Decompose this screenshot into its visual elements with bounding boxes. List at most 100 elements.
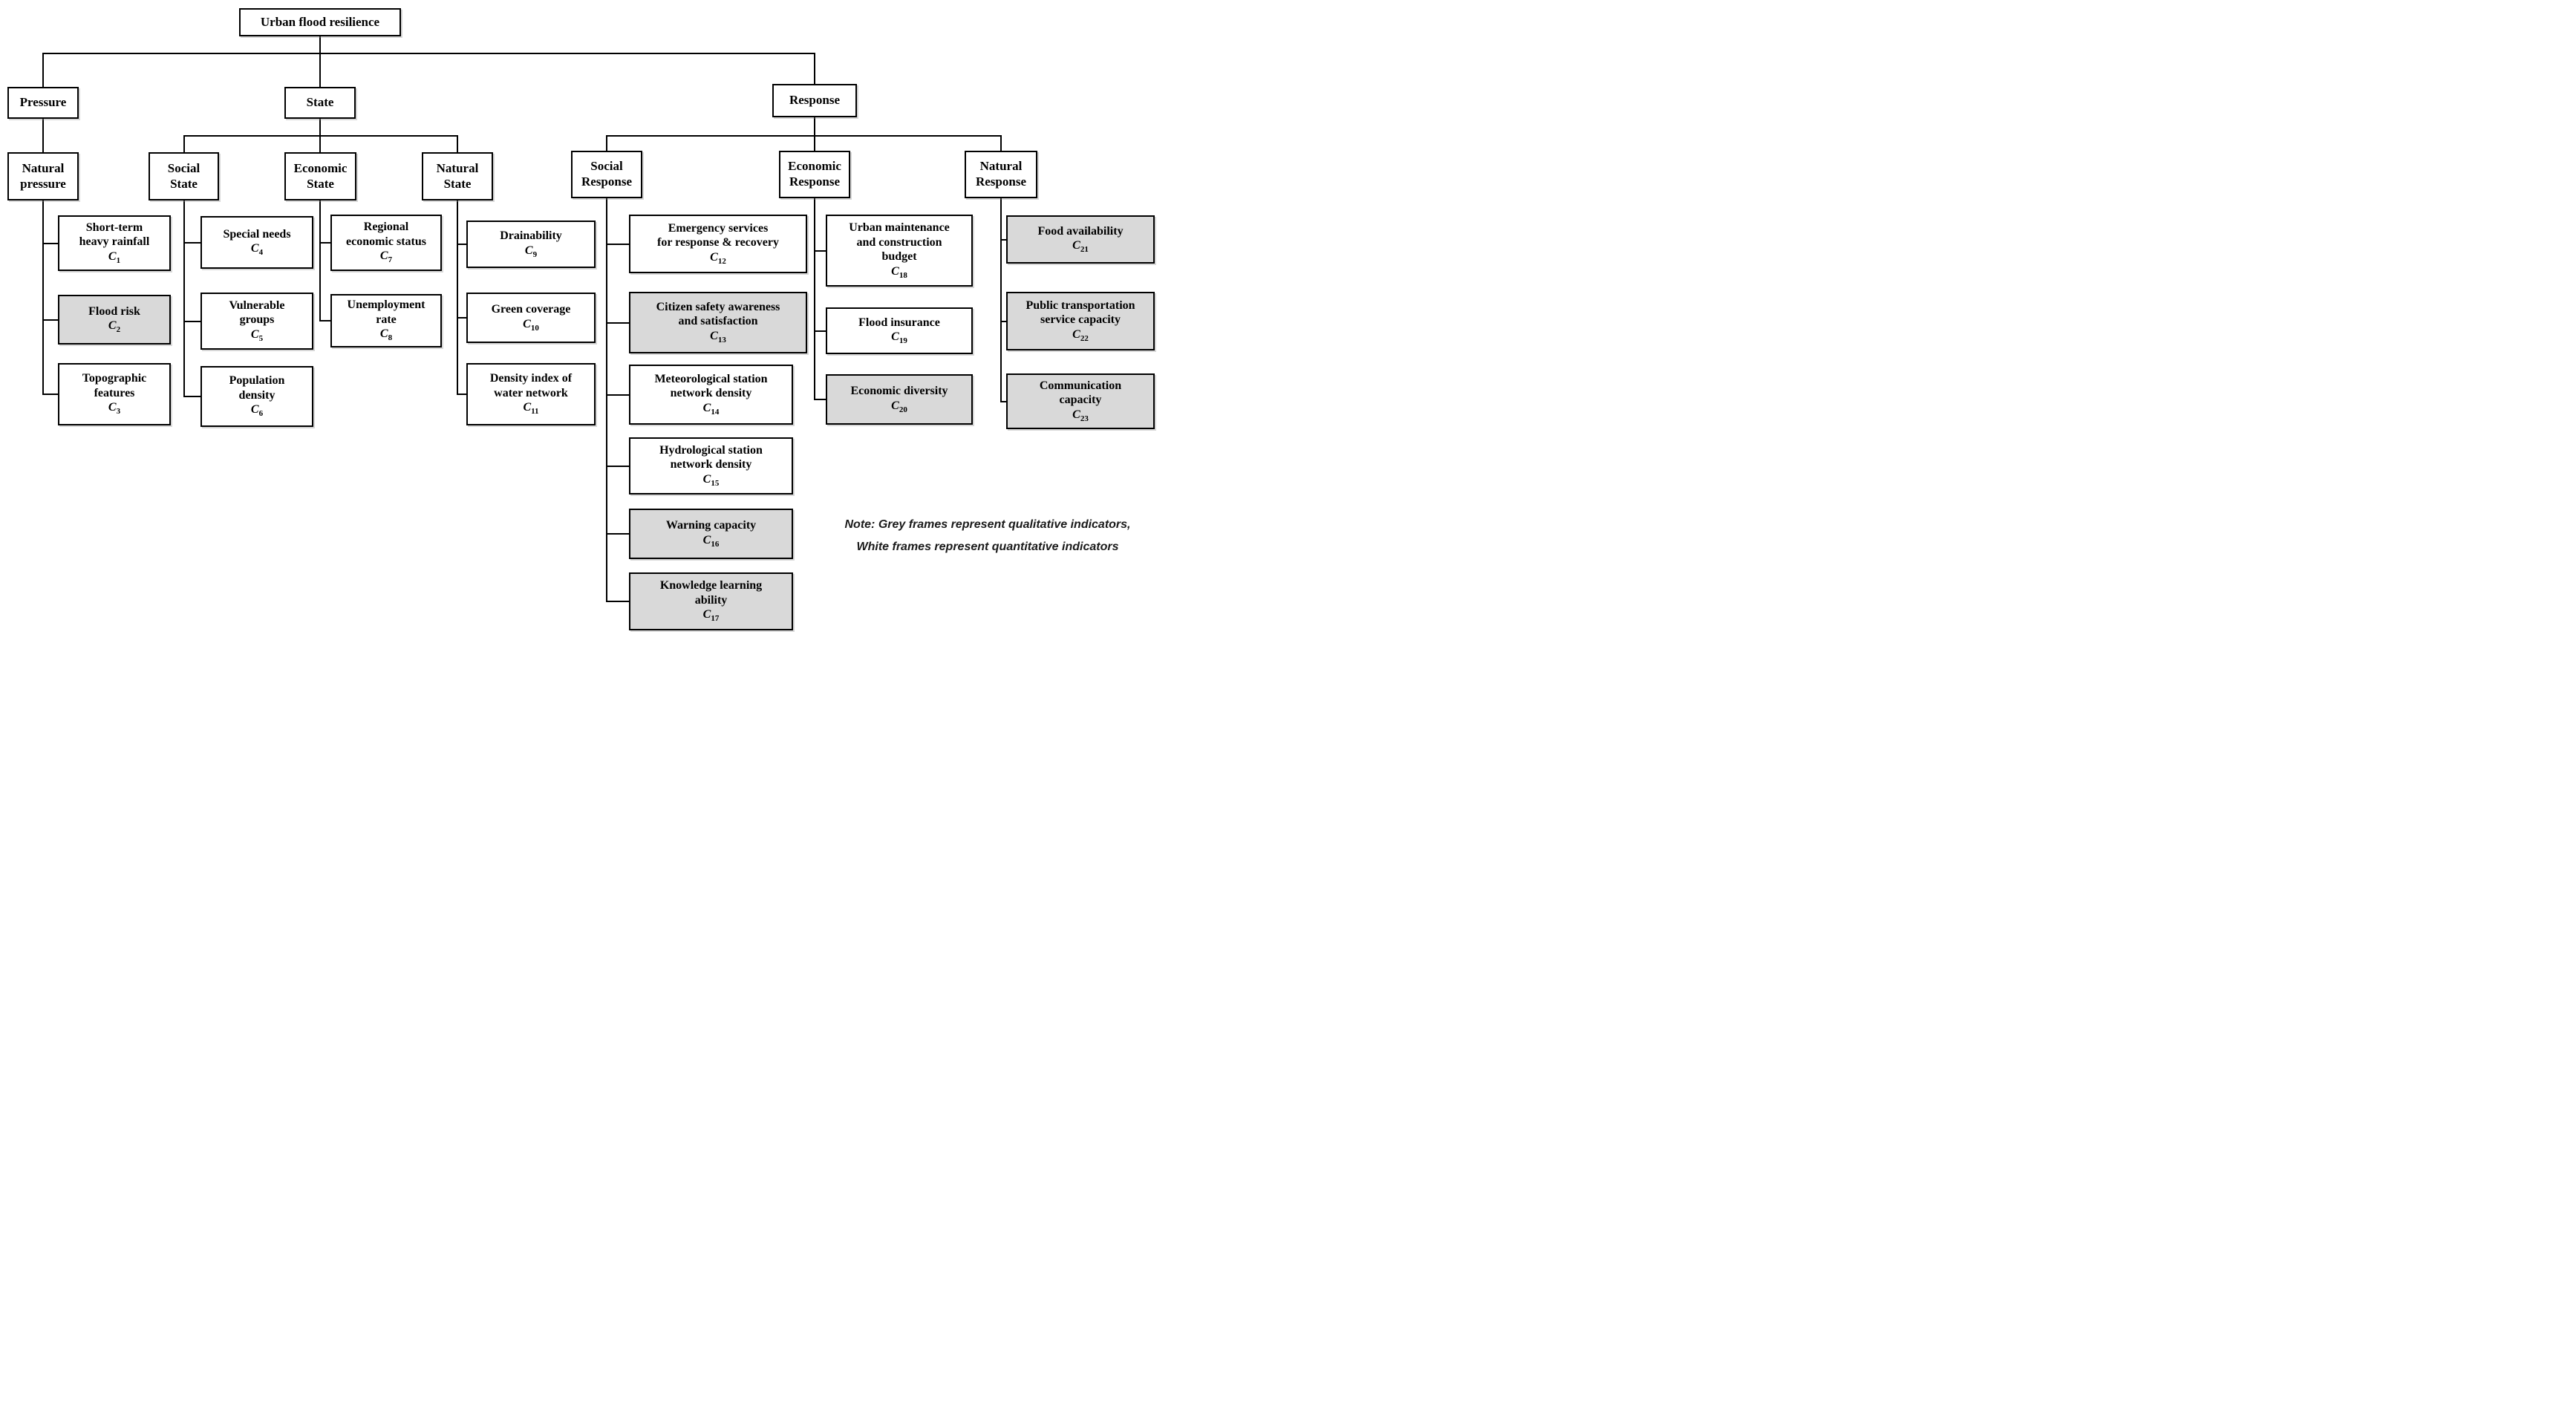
indicator-label: Unemployment rate	[347, 298, 425, 326]
indicator-label: Emergency services for response & recove…	[657, 221, 779, 249]
node-c17: Knowledge learning ability C17	[629, 572, 793, 630]
node-c18: Urban maintenance and construction budge…	[826, 215, 973, 287]
indicator-label: Short-term heavy rainfall	[79, 221, 150, 249]
node-c9: Drainability C9	[466, 221, 596, 268]
indicator-id: C17	[702, 608, 720, 624]
node-social-state: Social State	[149, 152, 219, 200]
indicator-id: C5	[250, 327, 264, 344]
connector-line	[183, 242, 200, 244]
indicator-id: C4	[250, 242, 264, 258]
node-natural-response: Natural Response	[965, 151, 1037, 198]
connector-line	[814, 135, 815, 151]
node-label: Natural State	[436, 160, 479, 191]
node-label: State	[306, 95, 334, 110]
indicator-id: C16	[702, 533, 720, 549]
indicator-id: C12	[710, 250, 726, 267]
indicator-label: Drainability	[500, 229, 562, 243]
node-c22: Public transportation service capacity C…	[1006, 292, 1155, 350]
indicator-id: C23	[1072, 408, 1089, 424]
connector-line	[183, 200, 185, 397]
indicator-id: C14	[702, 401, 720, 417]
connector-line	[814, 250, 826, 252]
connector-line	[457, 135, 458, 152]
connector-line	[606, 466, 629, 467]
node-label: Natural pressure	[20, 160, 66, 191]
node-label: Social State	[167, 160, 200, 191]
node-c5: Vulnerable groups C5	[200, 293, 313, 350]
indicator-label: Topographic features	[82, 372, 147, 399]
connector-line	[1000, 401, 1006, 402]
indicator-label: Special needs	[223, 227, 291, 241]
node-c1: Short-term heavy rainfall C1	[58, 215, 171, 271]
connector-line	[319, 200, 321, 321]
node-c2: Flood risk C2	[58, 295, 171, 345]
connector-line	[42, 200, 44, 395]
connector-line	[42, 243, 58, 244]
connector-line	[42, 119, 44, 152]
connector-line	[42, 319, 58, 321]
connector-line	[606, 244, 629, 245]
node-c15: Hydrological station network density C15	[629, 437, 793, 494]
indicator-label: Meteorological station network density	[654, 372, 768, 400]
connector-line	[1000, 135, 1002, 151]
connector-line	[606, 601, 629, 602]
connector-line	[606, 394, 629, 396]
indicator-id: C8	[379, 327, 393, 343]
connector-line	[183, 135, 458, 137]
indicator-id: C21	[1072, 239, 1089, 255]
indicator-id: C9	[524, 244, 538, 259]
connector-line	[814, 330, 826, 332]
legend-note: Note: Grey frames represent qualitative …	[844, 518, 1131, 553]
connector-line	[1000, 321, 1006, 322]
node-economic-state: Economic State	[284, 152, 356, 200]
indicator-id: C7	[379, 249, 393, 265]
connector-line	[42, 53, 815, 54]
indicator-id: C19	[891, 330, 907, 346]
indicator-label: Vulnerable groups	[229, 298, 285, 327]
indicator-id: C18	[891, 264, 907, 280]
indicator-id: C22	[1072, 327, 1089, 344]
connector-line	[42, 53, 44, 87]
indicator-label: Population density	[229, 374, 285, 402]
indicator-label: Flood insurance	[858, 316, 940, 329]
node-label: Social Response	[581, 159, 632, 189]
indicator-id: C1	[108, 249, 121, 266]
node-state: State	[284, 87, 356, 119]
indicator-label: Economic diversity	[850, 385, 948, 398]
indicator-id: C11	[523, 401, 539, 417]
connector-line	[183, 135, 185, 152]
node-label: Pressure	[19, 95, 67, 110]
node-c13: Citizen safety awareness and satisfactio…	[629, 292, 807, 353]
node-c14: Meteorological station network density C…	[629, 365, 793, 425]
connector-line	[319, 135, 321, 152]
indicator-label: Knowledge learning ability	[659, 579, 763, 607]
indicator-label: Citizen safety awareness and satisfactio…	[656, 300, 780, 328]
connector-line	[1000, 239, 1006, 241]
node-c11: Density index of water network C11	[466, 363, 596, 425]
connector-line	[606, 533, 629, 535]
node-label: Response	[789, 93, 840, 108]
node-label: Natural Response	[975, 159, 1026, 189]
indicator-label: Warning capacity	[665, 519, 757, 532]
connector-line	[457, 394, 466, 395]
indicator-id: C6	[250, 403, 264, 419]
node-c10: Green coverage C10	[466, 293, 596, 343]
connector-line	[814, 53, 815, 84]
node-c6: Population density C6	[200, 366, 313, 427]
node-natural-state: Natural State	[422, 152, 493, 200]
indicator-label: Food availability	[1037, 224, 1124, 238]
node-c7: Regional economic status C7	[330, 215, 442, 271]
connector-line	[814, 399, 826, 400]
connector-line	[319, 53, 321, 87]
node-c16: Warning capacity C16	[629, 509, 793, 559]
connector-line	[183, 321, 200, 322]
connector-line	[606, 135, 607, 151]
node-c12: Emergency services for response & recove…	[629, 215, 807, 273]
node-c23: Communication capacity C23	[1006, 373, 1155, 429]
node-label: Urban flood resilience	[260, 14, 380, 29]
node-c4: Special needs C4	[200, 216, 313, 269]
connector-line	[814, 198, 815, 400]
node-c21: Food availability C21	[1006, 215, 1155, 264]
indicator-label: Density index of water network	[489, 372, 573, 399]
node-social-response: Social Response	[571, 151, 642, 198]
